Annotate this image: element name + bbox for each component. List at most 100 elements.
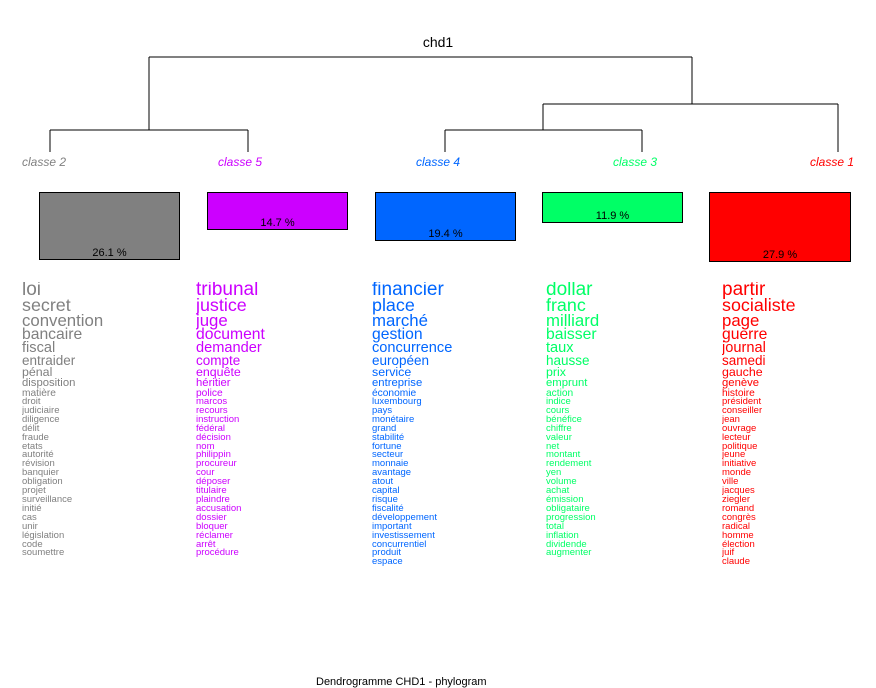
word-item: demander bbox=[196, 340, 262, 357]
word-item: réclamer bbox=[196, 529, 233, 541]
word-item: produit bbox=[372, 547, 402, 559]
word-item: banquier bbox=[22, 467, 59, 479]
footer-caption: Dendrogramme CHD1 - phylogram bbox=[316, 676, 487, 688]
word-item: taux bbox=[546, 340, 574, 357]
word-item: marché bbox=[372, 310, 428, 330]
word-item: prix bbox=[546, 365, 566, 379]
class-2-label: classe 2 bbox=[22, 155, 67, 169]
word-item: monnaie bbox=[372, 458, 409, 470]
word-item: économie bbox=[372, 387, 417, 399]
word-item: cas bbox=[22, 511, 37, 523]
word-item: marcos bbox=[196, 396, 228, 407]
word-item: disposition bbox=[22, 377, 76, 390]
word-item: fiscalité bbox=[372, 502, 404, 514]
word-item: milliard bbox=[546, 310, 600, 330]
word-item: entreprise bbox=[372, 377, 423, 390]
word-item: accusation bbox=[196, 502, 242, 514]
word-item: cour bbox=[196, 467, 215, 479]
word-item: ouvrage bbox=[722, 422, 757, 434]
class-5-box: 14.7 % bbox=[207, 192, 348, 230]
class-3-percent: 11.9 % bbox=[595, 210, 630, 222]
word-item: émission bbox=[546, 493, 584, 505]
dendrogram-title: chd1 bbox=[422, 34, 454, 50]
word-item: ville bbox=[722, 476, 739, 488]
word-item: grand bbox=[372, 422, 397, 434]
word-item: autorité bbox=[22, 449, 54, 461]
word-item: homme bbox=[722, 529, 754, 541]
word-item: bancaire bbox=[22, 326, 83, 344]
class-4-box: 19.4 % bbox=[375, 192, 516, 241]
word-item: genève bbox=[722, 377, 760, 390]
word-item: progression bbox=[546, 511, 596, 523]
word-item: monétaire bbox=[372, 413, 415, 425]
word-item: politique bbox=[722, 440, 758, 452]
class-2-percent: 26.1 % bbox=[92, 247, 127, 259]
class-3-label: classe 3 bbox=[613, 155, 658, 169]
word-item: capital bbox=[372, 485, 400, 497]
word-item: jean bbox=[722, 413, 740, 425]
word-item: claude bbox=[722, 556, 750, 568]
word-item: conseiller bbox=[722, 404, 763, 416]
word-item: législation bbox=[22, 529, 65, 541]
word-item: volume bbox=[546, 476, 577, 488]
word-item: jeune bbox=[722, 449, 746, 461]
word-item: baisser bbox=[546, 326, 597, 344]
word-item: président bbox=[722, 396, 762, 407]
word-item: chiffre bbox=[546, 422, 572, 434]
word-item: avantage bbox=[372, 467, 412, 479]
class-4-label: classe 4 bbox=[416, 155, 461, 169]
word-item: partir bbox=[722, 282, 766, 300]
word-item: document bbox=[196, 326, 265, 344]
class-5-label: classe 5 bbox=[218, 155, 263, 169]
class-1-label: classe 1 bbox=[810, 155, 855, 169]
word-item: gauche bbox=[722, 365, 763, 379]
word-item: gestion bbox=[372, 326, 423, 344]
word-item: valeur bbox=[546, 431, 572, 443]
word-item: pénal bbox=[22, 365, 53, 379]
word-item: juge bbox=[196, 310, 228, 330]
class-1-percent: 27.9 % bbox=[762, 249, 798, 261]
word-item: rendement bbox=[546, 458, 592, 470]
word-item: etats bbox=[22, 440, 43, 452]
word-item: compte bbox=[196, 353, 241, 368]
word-item: titulaire bbox=[196, 485, 227, 497]
word-item: obligation bbox=[22, 476, 63, 488]
word-item: initiative bbox=[722, 458, 757, 470]
word-item: monde bbox=[722, 467, 752, 479]
word-item: police bbox=[196, 387, 223, 399]
word-item: fiscal bbox=[22, 340, 56, 357]
word-item: déposer bbox=[196, 476, 231, 488]
word-item: hausse bbox=[546, 353, 590, 368]
word-item: philippin bbox=[196, 449, 231, 461]
word-item: entraider bbox=[22, 353, 76, 368]
word-item: cours bbox=[546, 404, 570, 416]
word-item: tribunal bbox=[196, 282, 259, 300]
word-item: projet bbox=[22, 485, 46, 497]
word-item: congrès bbox=[722, 511, 756, 523]
word-item: investissement bbox=[372, 529, 435, 541]
word-item: diligence bbox=[22, 413, 60, 425]
class-2-box: 26.1 % bbox=[39, 192, 180, 260]
class-3-box: 11.9 % bbox=[542, 192, 683, 223]
word-item: procureur bbox=[196, 458, 237, 470]
word-item: concurrence bbox=[372, 340, 453, 357]
word-item: matière bbox=[22, 387, 56, 399]
word-item: secret bbox=[22, 295, 71, 316]
word-item: journal bbox=[722, 340, 766, 357]
word-item: justice bbox=[196, 295, 247, 316]
word-item: lecteur bbox=[722, 431, 751, 443]
class-5-percent: 14.7 % bbox=[260, 217, 295, 229]
word-item: guerre bbox=[722, 326, 768, 344]
word-item: européen bbox=[372, 353, 430, 368]
word-item: arrêt bbox=[196, 538, 216, 550]
word-item: espace bbox=[372, 556, 403, 568]
word-item: pays bbox=[372, 404, 393, 416]
word-item: droit bbox=[22, 396, 41, 407]
word-item: plaindre bbox=[196, 493, 230, 505]
word-item: franc bbox=[546, 295, 586, 316]
word-item: ziegler bbox=[722, 493, 750, 505]
word-item: concurrentiel bbox=[372, 538, 427, 550]
word-item: financier bbox=[372, 282, 444, 300]
